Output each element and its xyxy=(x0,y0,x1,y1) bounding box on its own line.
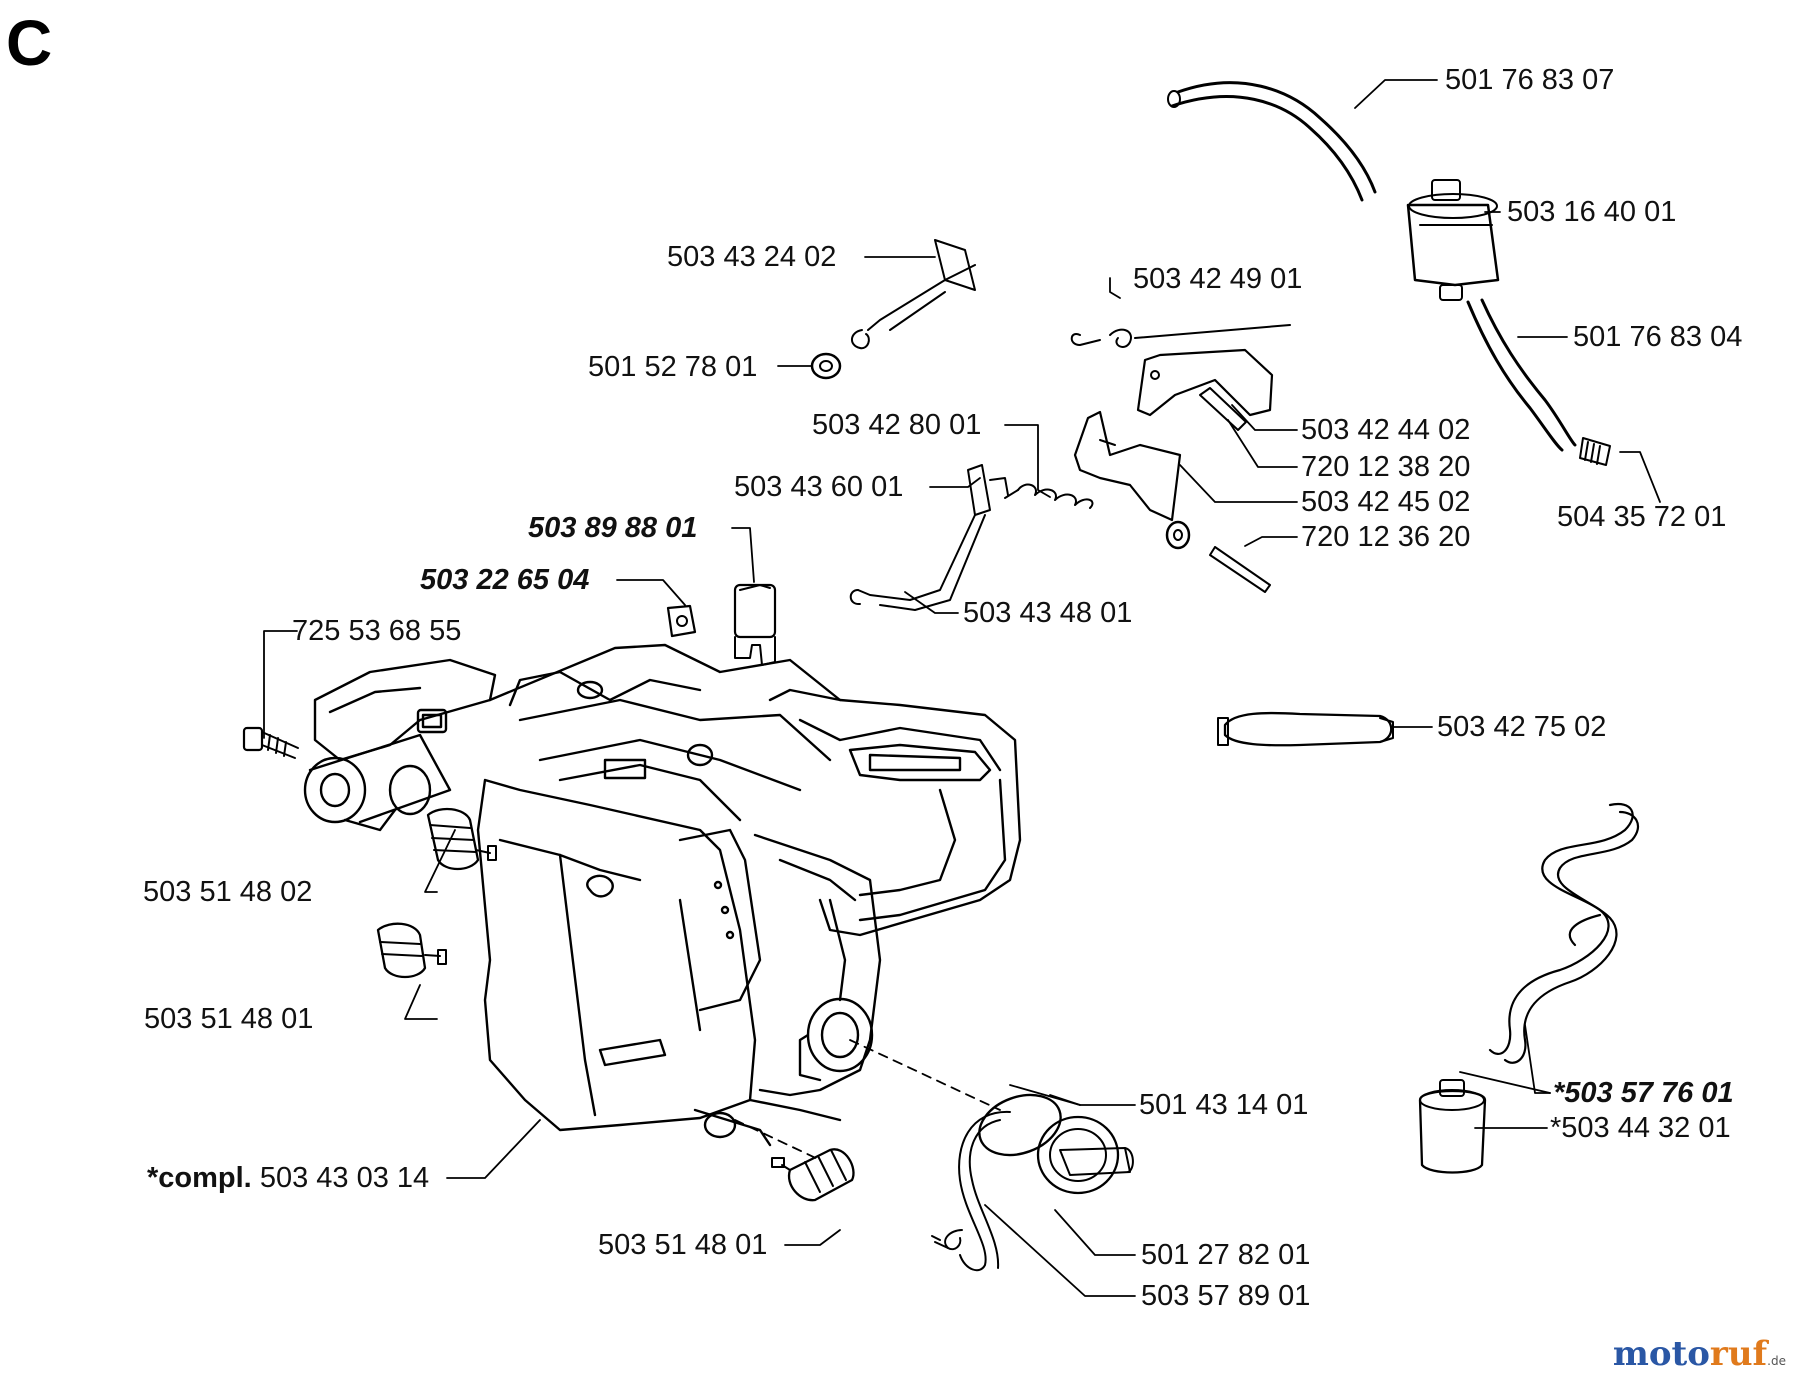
part-label-pin-long: 720 12 38 20 xyxy=(1301,451,1471,483)
part-label-av-buffer-1: 503 51 48 02 xyxy=(143,876,313,908)
leader-lines xyxy=(263,79,1661,1297)
part-label-washer: 501 52 78 01 xyxy=(588,351,758,383)
screw xyxy=(242,726,299,759)
av-buffer-2 xyxy=(376,922,447,979)
spring-rod xyxy=(1070,324,1291,348)
section-letter: C xyxy=(6,7,53,79)
throttle-trigger xyxy=(1073,410,1182,522)
pin-short xyxy=(1209,546,1271,593)
part-label-throttle-rod-top: 503 43 60 01 xyxy=(734,471,904,503)
retaining-strap xyxy=(931,1110,1011,1272)
part-label-pickup-hose: *503 57 76 01 xyxy=(1553,1077,1734,1109)
throttle-lock xyxy=(1136,348,1274,417)
o-ring xyxy=(978,1093,1062,1157)
part-label-oil-cap: 501 27 82 01 xyxy=(1141,1239,1311,1271)
tank-housing xyxy=(303,643,1022,1147)
part-label-strainer: *503 44 32 01 xyxy=(1550,1112,1731,1144)
part-label-screw: 725 53 68 55 xyxy=(292,615,462,647)
part-label-throttle-lock: 503 42 44 02 xyxy=(1301,414,1471,446)
fuel-hose-lower xyxy=(1466,298,1577,452)
choke-rod xyxy=(851,239,976,350)
hose-end-fitting xyxy=(1579,437,1611,466)
throttle-spring xyxy=(1004,483,1094,509)
part-label-hose-end-fitting: 504 35 72 01 xyxy=(1557,501,1727,533)
part-label-connector: 503 89 88 01 xyxy=(528,512,698,544)
throttle-rod xyxy=(849,464,1009,611)
part-label-throttle-trigger: 503 42 45 02 xyxy=(1301,486,1471,518)
part-label-fuel-hose-lower: 501 76 83 04 xyxy=(1573,321,1743,353)
oil-cap xyxy=(1036,1115,1134,1195)
av-buffer-1 xyxy=(426,807,497,871)
washer xyxy=(810,352,842,380)
fuel-filter xyxy=(1406,179,1500,301)
part-label-tank-housing: *compl. 503 43 03 14 xyxy=(147,1162,430,1194)
part-label-throttle-spring: 503 42 80 01 xyxy=(812,409,982,441)
part-label-o-ring: 501 43 14 01 xyxy=(1139,1089,1309,1121)
suction-head xyxy=(1217,711,1394,747)
part-label-suction-head: 503 42 75 02 xyxy=(1437,711,1607,743)
part-label-throttle-rod: 503 43 48 01 xyxy=(963,597,1133,629)
part-label-choke-rod: 503 43 24 02 xyxy=(667,241,837,273)
part-label-small-nut: 503 22 65 04 xyxy=(420,564,590,596)
part-label-retaining-strap: 503 57 89 01 xyxy=(1141,1280,1311,1312)
connector xyxy=(733,583,777,666)
part-label-av-buffer-3: 503 51 48 01 xyxy=(598,1229,768,1261)
pin-long xyxy=(1199,387,1247,431)
fuel-hose-upper xyxy=(1167,81,1377,202)
part-label-spring-rod: 503 42 49 01 xyxy=(1133,263,1303,295)
strainer xyxy=(1418,1079,1487,1174)
small-nut xyxy=(666,604,697,638)
part-label-fuel-hose-upper: 501 76 83 07 xyxy=(1445,64,1615,96)
part-label-pin-short: 720 12 36 20 xyxy=(1301,521,1471,553)
av-buffer-3 xyxy=(771,1148,855,1202)
washer-small xyxy=(1165,520,1191,550)
part-label-av-buffer-2: 503 51 48 01 xyxy=(144,1003,314,1035)
part-label-fuel-filter: 503 16 40 01 xyxy=(1507,196,1677,228)
pickup-hose xyxy=(1488,802,1639,1064)
watermark-logo: motoruf.de xyxy=(1612,1334,1786,1374)
